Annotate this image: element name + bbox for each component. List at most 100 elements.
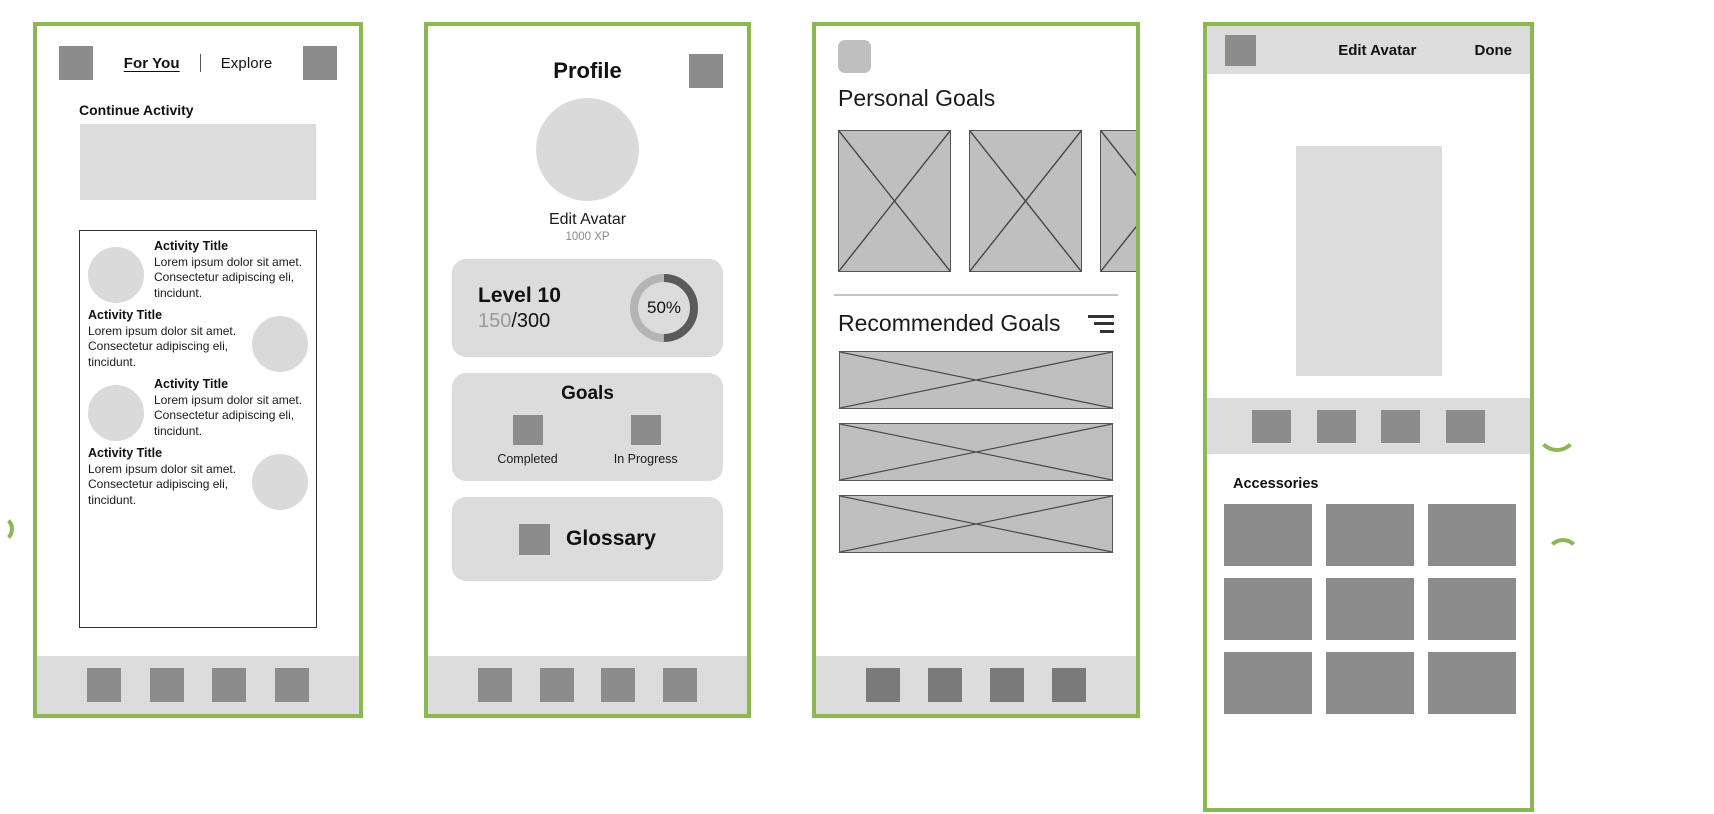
page-title: Edit Avatar bbox=[1338, 41, 1417, 59]
progress-percent: 50% bbox=[646, 298, 682, 317]
avatar-preview[interactable] bbox=[1295, 146, 1442, 376]
edit-avatar-link[interactable]: Edit Avatar bbox=[548, 211, 627, 228]
profile-icon[interactable] bbox=[663, 668, 698, 702]
done-button[interactable]: Done bbox=[1474, 41, 1513, 59]
hair-tool-icon[interactable] bbox=[1316, 409, 1356, 443]
skin-tool-icon[interactable] bbox=[1252, 409, 1292, 443]
goal-card[interactable] bbox=[838, 130, 951, 272]
menu-icon[interactable] bbox=[59, 46, 93, 80]
activity-body: Lorem ipsum dolor sit amet. Consectetur … bbox=[88, 462, 237, 507]
accessory-item[interactable] bbox=[1325, 504, 1414, 566]
level-label: Level 10 bbox=[478, 283, 561, 307]
goals-row: Completed In Progress bbox=[452, 415, 723, 466]
accessory-item[interactable] bbox=[1325, 578, 1414, 640]
home-icon[interactable] bbox=[477, 668, 512, 702]
page-title: Profile bbox=[553, 58, 622, 83]
screen-edit-avatar: Edit Avatar Done Accessories bbox=[1203, 22, 1534, 812]
hourglass-icon bbox=[630, 415, 661, 445]
activity-avatar bbox=[88, 385, 144, 441]
glossary-icon[interactable] bbox=[212, 668, 247, 702]
tab-explore[interactable]: Explore bbox=[220, 54, 273, 72]
continue-activity-hero[interactable] bbox=[80, 124, 316, 200]
list-item[interactable]: Activity Title Lorem ipsum dolor sit ame… bbox=[88, 377, 308, 441]
edit-avatar-topbar: Edit Avatar Done bbox=[1207, 26, 1530, 74]
recommended-goal-card[interactable] bbox=[839, 423, 1113, 481]
bottom-nav bbox=[816, 656, 1136, 714]
goal-card[interactable] bbox=[969, 130, 1082, 272]
continue-activity-heading: Continue Activity bbox=[79, 102, 194, 118]
accessories-grid bbox=[1223, 504, 1516, 714]
accessory-item[interactable] bbox=[1223, 652, 1312, 714]
glossary-card[interactable]: Glossary bbox=[452, 497, 723, 581]
goal-card[interactable] bbox=[1100, 130, 1136, 272]
back-arrow-icon[interactable] bbox=[1225, 34, 1256, 66]
glossary-icon[interactable] bbox=[601, 668, 636, 702]
decorative-arc-right-lower bbox=[1546, 538, 1580, 572]
tab-divider bbox=[199, 54, 201, 72]
accessory-item[interactable] bbox=[1427, 652, 1516, 714]
activity-avatar bbox=[88, 247, 144, 303]
goals-icon[interactable] bbox=[149, 668, 184, 702]
settings-icon[interactable] bbox=[689, 54, 723, 88]
goal-completed[interactable]: Completed bbox=[497, 415, 558, 466]
book-icon bbox=[519, 523, 551, 555]
activity-title: Activity Title bbox=[88, 308, 163, 322]
recommended-goals-heading: Recommended Goals bbox=[838, 310, 1061, 336]
list-item[interactable]: Activity Title Lorem ipsum dolor sit ame… bbox=[88, 239, 308, 303]
profile-icon[interactable] bbox=[303, 46, 337, 80]
activity-title: Activity Title bbox=[154, 239, 229, 253]
screen-goals: Personal Goals bbox=[812, 22, 1140, 718]
recommended-goal-card[interactable] bbox=[839, 351, 1113, 409]
section-divider bbox=[834, 294, 1118, 296]
home-header: For You Explore bbox=[37, 26, 359, 80]
activity-body: Lorem ipsum dolor sit amet. Consectetur … bbox=[154, 393, 303, 438]
accessory-item[interactable] bbox=[1223, 504, 1312, 566]
activity-body: Lorem ipsum dolor sit amet. Consectetur … bbox=[88, 324, 237, 369]
bottom-nav bbox=[37, 656, 359, 714]
accessory-item[interactable] bbox=[1325, 652, 1414, 714]
goals-heading: Goals bbox=[561, 383, 614, 404]
goals-card[interactable]: Goals Completed In Progress bbox=[452, 373, 723, 481]
checkmark-icon bbox=[512, 415, 543, 445]
glossary-icon[interactable] bbox=[990, 668, 1024, 702]
home-icon[interactable] bbox=[866, 668, 900, 702]
level-card[interactable]: Level 10 150/300 50% bbox=[452, 259, 723, 357]
bottom-nav bbox=[428, 656, 747, 714]
clothes-tool-icon[interactable] bbox=[1381, 409, 1421, 443]
goals-icon[interactable] bbox=[928, 668, 962, 702]
goal-completed-label: Completed bbox=[497, 452, 558, 466]
goal-in-progress[interactable]: In Progress bbox=[614, 415, 678, 466]
tab-for-you[interactable]: For You bbox=[123, 54, 180, 72]
feed-tabs: For You Explore bbox=[93, 54, 303, 72]
accessories-heading: Accessories bbox=[1233, 476, 1319, 492]
recommended-goals-header: Recommended Goals bbox=[838, 310, 1114, 337]
list-item[interactable]: Activity Title Lorem ipsum dolor sit ame… bbox=[88, 446, 308, 510]
activity-title: Activity Title bbox=[154, 377, 229, 391]
xp-total: 1000 XP bbox=[565, 231, 610, 243]
list-item[interactable]: Activity Title Lorem ipsum dolor sit ame… bbox=[88, 308, 308, 372]
accessories-tool-icon[interactable] bbox=[1445, 409, 1485, 443]
level-current-xp: 150 bbox=[478, 309, 512, 332]
accessory-item[interactable] bbox=[1223, 578, 1312, 640]
activity-avatar bbox=[252, 316, 308, 372]
recommended-goal-card[interactable] bbox=[839, 495, 1113, 553]
decorative-arc-left bbox=[0, 515, 14, 543]
filter-menu-icon[interactable] bbox=[1088, 314, 1114, 333]
progress-ring: 50% bbox=[627, 271, 701, 345]
accessory-item[interactable] bbox=[1427, 578, 1516, 640]
decorative-arc-right-upper bbox=[1536, 410, 1578, 452]
personal-goals-row[interactable] bbox=[838, 130, 1136, 272]
profile-icon[interactable] bbox=[1052, 668, 1086, 702]
activity-avatar bbox=[252, 454, 308, 510]
home-icon[interactable] bbox=[87, 668, 122, 702]
goal-in-progress-label: In Progress bbox=[613, 452, 678, 466]
avatar[interactable] bbox=[536, 98, 639, 201]
goals-icon[interactable] bbox=[539, 668, 574, 702]
back-icon[interactable] bbox=[838, 40, 871, 73]
accessory-item[interactable] bbox=[1427, 504, 1516, 566]
profile-icon[interactable] bbox=[274, 668, 309, 702]
glossary-label: Glossary bbox=[566, 527, 656, 550]
personal-goals-heading: Personal Goals bbox=[838, 85, 996, 111]
activity-title: Activity Title bbox=[88, 446, 163, 460]
